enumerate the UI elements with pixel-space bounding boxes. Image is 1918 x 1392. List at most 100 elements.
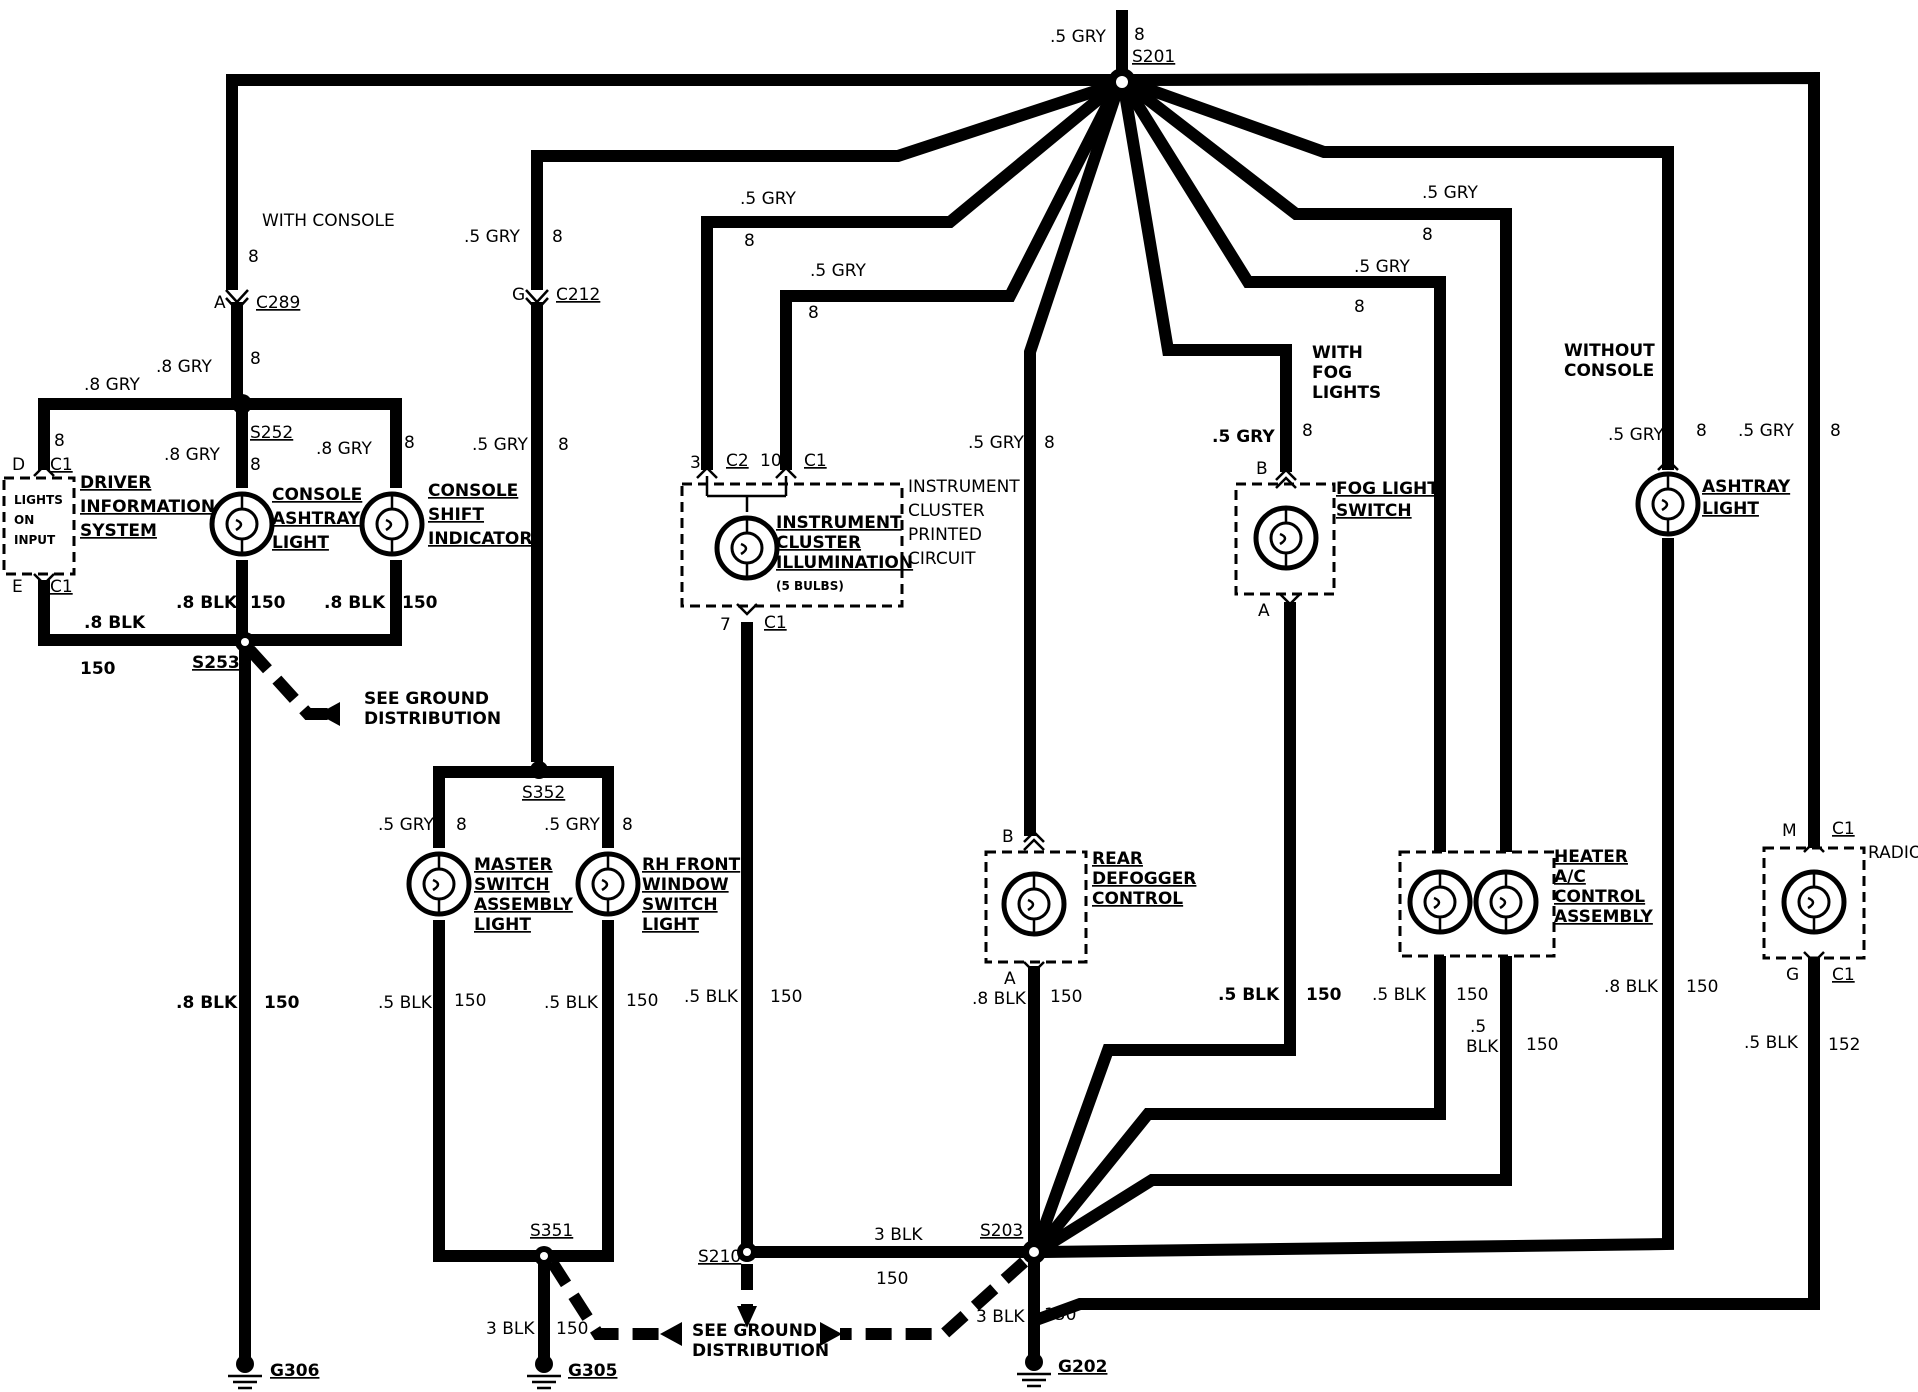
radio-pin-g: G — [1786, 965, 1799, 985]
s253-label: S253 — [192, 653, 240, 673]
cluster-circuit-label-3: PRINTED — [908, 525, 982, 545]
ashtray-feed-gry: .8 GRY — [164, 445, 221, 465]
rh-front-window-bulb-icon — [575, 851, 641, 917]
heater2-return-num: .5 — [1470, 1017, 1486, 1037]
fog-pin-b: B — [1256, 459, 1268, 479]
g306-wire-blk: .8 BLK — [176, 993, 238, 1013]
lights-on-input-1: LIGHTS — [14, 493, 63, 507]
heater2-feed-8: 8 — [1354, 297, 1365, 317]
console-ashtray-label-1: CONSOLE — [272, 485, 362, 505]
cluster-circuit-label-2: CLUSTER — [908, 501, 985, 521]
driver-info-c1-top: C1 — [50, 455, 73, 475]
defogger-feed-gry: .5 GRY — [968, 433, 1025, 453]
g202-icon — [1017, 1353, 1051, 1388]
defogger-return-150: 150 — [1050, 987, 1082, 1007]
wire-s201-c1 — [780, 83, 1123, 470]
s201-feed-8: 8 — [1134, 25, 1145, 45]
connector-chevrons — [33, 289, 1825, 974]
rh-front-label-3: SWITCH — [642, 895, 718, 915]
s210-label: S210 — [698, 1247, 741, 1267]
heater-ac-label-4: ASSEMBLY — [1554, 907, 1654, 927]
splice-nodes — [232, 68, 1136, 1266]
c1-feed-gry: .5 GRY — [810, 261, 867, 281]
console-ashtray-label-3: LIGHT — [272, 533, 329, 553]
c212-lower-8: 8 — [558, 435, 569, 455]
c212-lower-gry: .5 GRY — [472, 435, 529, 455]
ashtray-return-blk: .8 BLK — [176, 593, 238, 613]
g306-icon — [228, 1355, 262, 1390]
fog-return-blk: .5 BLK — [1218, 985, 1280, 1005]
fog-pin-a: A — [1258, 601, 1270, 621]
wire-s201-fog — [1118, 87, 1292, 472]
with-console-note: WITH CONSOLE — [262, 211, 395, 231]
wires — [38, 10, 1820, 1362]
s210-ground-dist-2: DISTRIBUTION — [692, 1341, 829, 1361]
heater-ac-bulb-2-icon — [1473, 869, 1539, 935]
cluster-return-150: 150 — [770, 987, 802, 1007]
wire-s351-loop — [433, 920, 614, 1262]
cluster-circuit-label-4: CIRCUIT — [908, 549, 976, 569]
rh-front-label-4: LIGHT — [642, 915, 699, 935]
g306-label: G306 — [270, 1361, 319, 1381]
heater1-feed-8: 8 — [1422, 225, 1433, 245]
driver-info-pin-e: E — [12, 577, 23, 597]
with-fog-lights-2: FOG — [1312, 363, 1352, 383]
wire-s201-c212 — [531, 78, 1119, 290]
driver-info-c1-bottom: C1 — [50, 577, 73, 597]
defogger-pin-a: A — [1004, 969, 1016, 989]
g305-icon — [527, 1355, 561, 1390]
master-return-150: 150 — [454, 991, 486, 1011]
defogger-pin-b: B — [1002, 827, 1014, 847]
rear-defogger-label-2: DEFOGGER — [1092, 869, 1196, 889]
with-fog-lights-1: WITH — [1312, 343, 1363, 363]
rh-feed-gry: .5 GRY — [544, 815, 601, 835]
cluster-return-blk: .5 BLK — [684, 987, 739, 1007]
wire-s201-ashtray — [1125, 76, 1674, 470]
g305-wire-150: 150 — [556, 1319, 588, 1339]
ground-dist-arrows — [318, 702, 842, 1346]
lights-on-input-2: ON — [14, 513, 34, 527]
defogger-feed-8: 8 — [1044, 433, 1055, 453]
radio-return-152: 152 — [1828, 1035, 1860, 1055]
c1-feed-8: 8 — [808, 303, 819, 323]
console-shift-label-2: SHIFT — [428, 505, 484, 525]
cluster-pin-10: 10 — [760, 451, 782, 471]
c212-label: C212 — [556, 285, 600, 305]
radio-bulb-icon — [1781, 869, 1847, 935]
master-return-blk: .5 BLK — [378, 993, 433, 1013]
g305-wire-blk: 3 BLK — [486, 1319, 535, 1339]
shift-return-blk: .8 BLK — [324, 593, 386, 613]
wire-s351-ground-dist — [546, 1258, 660, 1340]
ground-symbols — [228, 1353, 1051, 1390]
ashtray-return-150: 150 — [250, 593, 286, 613]
g202-label: G202 — [1058, 1357, 1107, 1377]
cluster-illum-label-2: CLUSTER — [776, 533, 861, 553]
s210-s203-150: 150 — [876, 1269, 908, 1289]
cluster-pin-7: 7 — [720, 615, 731, 635]
c289-pin-a: A — [214, 293, 226, 313]
driver-info-feed-gry: .8 GRY — [84, 375, 141, 395]
master-switch-label-1: MASTER — [474, 855, 553, 875]
heater-ac-label-3: CONTROL — [1554, 887, 1645, 907]
c2-feed-gry: .5 GRY — [740, 189, 797, 209]
ashtray-feed-8: 8 — [250, 455, 261, 475]
labels: .5 GRY 8 S201 WITH CONSOLE 8 A C289 .8 G… — [12, 25, 1918, 1381]
radio-label: RADIO — [1868, 843, 1918, 863]
ashtray-return-blk-right: .8 BLK — [1604, 977, 1659, 997]
heater-ac-label-2: A/C — [1554, 867, 1586, 887]
c2-feed-8: 8 — [744, 231, 755, 251]
cluster-illum-label-3: ILLUMINATION — [776, 553, 913, 573]
c289-top-8: 8 — [248, 247, 259, 267]
wire-top-left — [226, 74, 1118, 290]
driver-info-return-blk: .8 BLK — [84, 613, 146, 633]
master-switch-label-4: LIGHT — [474, 915, 531, 935]
radio-pin-m: M — [1782, 821, 1797, 841]
wire-s252-branch — [38, 398, 402, 488]
wire-ashtray-s203 — [1043, 538, 1674, 1258]
fog-feed-8: 8 — [1302, 421, 1313, 441]
shift-return-150: 150 — [402, 593, 438, 613]
ashtray-light-label-1: ASHTRAY — [1702, 477, 1791, 497]
master-switch-bulb-icon — [406, 851, 472, 917]
s352-node — [530, 761, 548, 779]
wire-heater1-s203 — [1033, 946, 1446, 1254]
